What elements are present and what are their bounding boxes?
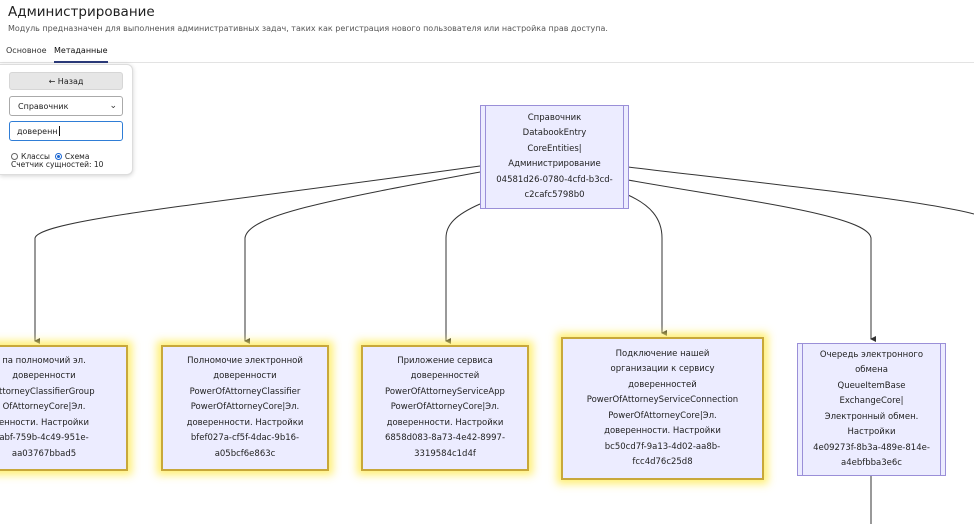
search-input-value: доверенн [17,126,58,136]
node-line: PowerOfAttorneyServiceApp [385,386,505,397]
entity-count: Счетчик сущностей: 10 [11,160,104,169]
node-line: Подключение нашей [615,348,710,359]
root-node-line: DatabookEntry [522,128,587,138]
node-line: доверенности [213,371,277,382]
node-line: AttorneyClassifierGroup [0,386,95,397]
edge-root-child-4 [627,194,667,336]
child-node-4[interactable]: Подключение нашей организации к сервису … [561,337,764,480]
tab-bar: Основное Метаданные [0,42,974,63]
root-node-line: CoreEntities| [527,143,582,154]
node-line: bfef027a-cf5f-4dac-9b16- [190,433,300,444]
back-button[interactable]: ← Назад [9,72,123,90]
node-line: abf-759b-4c49-951e- [0,433,89,444]
node-line: обмена [855,365,888,375]
filter-panel: ← Назад Справочник ⌄ доверенн Классы Схе… [0,64,133,175]
node-line: fcc4d76c25d8 [632,457,693,467]
child-node-3[interactable]: Приложение сервиса доверенностей PowerOf… [361,345,529,471]
node-line: PowerOfAttorneyCore|Эл. [608,410,717,421]
radio-schema-label: Схема [64,152,90,161]
node-line: доверенности. Настройки [186,417,304,428]
node-line: ExchangeCore| [839,396,904,406]
view-mode-radio-group: Классы Схема [11,152,89,161]
child-node-5[interactable]: Очередь электронного обмена QueueItemBas… [797,343,946,476]
node-line: PowerOfAttorneyServiceConnection [586,395,739,405]
edge-root-child-2 [244,171,481,344]
node-line: PowerOfAttorneyCore|Эл. [390,402,500,413]
edge-root-child-5 [627,179,876,342]
text-caret [58,126,60,136]
edge-root-child-3 [445,203,481,344]
node-line: доверенностей [628,379,697,390]
node-line: aa03767bbad5 [11,448,77,459]
radio-classes[interactable] [11,153,18,160]
chevron-down-icon: ⌄ [109,101,117,111]
node-line: доверенности [12,371,76,382]
node-line: 3319584c1d4f [414,448,476,459]
node-line: OfAttorneyCore|Эл. [2,402,86,413]
tab-metadata[interactable]: Метаданные [54,46,108,63]
page-title: Администрирование [8,4,155,20]
node-line: PowerOfAttorneyClassifier [189,386,301,397]
radio-schema[interactable] [54,153,62,160]
node-line: 4e09273f-8b3a-489e-814e- [813,442,930,453]
node-line: Электронный обмен. [824,411,919,422]
node-line: a05bcf6e863c [214,448,276,459]
root-node-line: c2cafc5798b0 [524,190,585,200]
node-line: Очередь электронного [819,349,924,360]
node-line: PowerOfAttorneyCore|Эл. [190,402,300,413]
node-line: доверенности. Настройки [386,417,504,428]
node-line: организации к сервису [610,364,715,374]
node-line: 6858d083-8a73-4e42-8997- [384,433,506,444]
root-node-line: 04581d26-0780-4cfd-b3cd- [496,174,613,185]
search-input[interactable]: доверенн [9,121,123,141]
node-line: па полномочий эл. [2,355,86,366]
node-line: Настройки [847,427,896,437]
node-line: доверенности. Настройки [604,426,721,436]
tab-basic[interactable]: Основное [6,46,47,55]
node-line: Приложение сервиса [397,355,493,366]
node-line: a4ebfbba3e6c [841,458,902,468]
root-node-line: Администрирование [508,159,601,169]
entity-type-select-value: Справочник [18,101,69,111]
node-line: доверенностей [410,371,480,382]
entity-type-select[interactable]: Справочник ⌄ [9,96,123,116]
edge-root-child-1 [34,165,481,344]
child-node-1[interactable]: па полномочий эл. доверенности AttorneyC… [0,345,128,471]
root-node[interactable]: Справочник DatabookEntry CoreEntities| А… [480,105,629,209]
node-line: bc50cd7f-9a13-4d02-aa8b- [604,441,721,452]
root-node-line: Справочник [527,112,582,123]
node-line: енности. Настройки [0,417,90,428]
node-line: QueueItemBase [837,380,906,391]
page-subtitle: Модуль предназначен для выполнения админ… [8,24,608,33]
edge-root-offscreen [627,166,974,215]
radio-classes-label: Классы [21,152,50,161]
child-node-2[interactable]: Полномочие электронной доверенности Powe… [161,345,329,471]
node-line: Полномочие электронной [187,355,303,366]
